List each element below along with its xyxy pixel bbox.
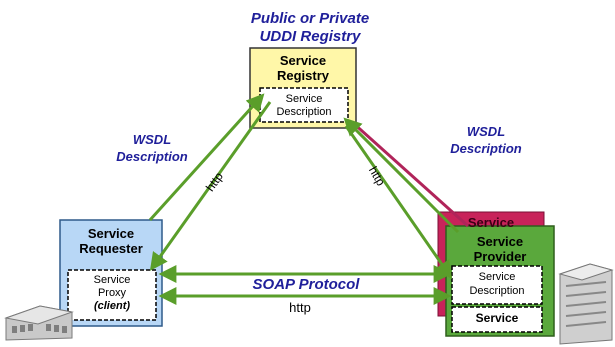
wsdl-label-left-line2: Description [116,149,188,164]
provider-title-line2: Provider [473,249,527,264]
arrow-registry-to-provider-magenta [350,120,470,228]
arrow-registry-to-provider [344,125,453,279]
provider-inner-line1: Service [478,271,516,283]
registry-inner-line2: Description [276,106,332,118]
wsdl-label-left-line1: WSDL [132,132,172,147]
registry-description-box [259,87,349,123]
wsdl-label-right-line1: WSDL [466,124,506,139]
provider-inner-line2: Description [469,285,525,297]
arrow-registry-to-requester [149,101,272,271]
requester-proxy-box [67,269,157,321]
provider-back-title: Service [467,215,515,230]
requester-inner-line2: Proxy [97,287,127,299]
requester-inner-line1: Service [93,274,131,286]
requester-title-line1: Service [87,226,135,241]
requester-title-line2: Requester [79,241,143,256]
soap-protocol-label: SOAP Protocol [252,276,360,293]
provider-description-box [451,265,543,305]
registry-caption-line2: UDDI Registry [259,28,361,45]
http-label-bottom: http [289,300,311,315]
server-tower-icon [558,263,614,345]
registry-title-line1: Service [279,53,327,68]
arrow-requester-to-registry [148,93,265,222]
provider-title-line1: Service [476,234,524,249]
provider-service-box [451,306,543,333]
registry-title-line2: Registry [276,68,330,83]
provider-service-label: Service [475,311,519,325]
wsdl-label-right-line2: Description [450,141,522,156]
requester-inner-line3: (client) [93,300,131,312]
arrow-provider-to-registry [343,117,460,234]
registry-inner-line1: Service [285,93,323,105]
registry-caption-line1: Public or Private [250,10,370,27]
building-icon [4,305,74,341]
